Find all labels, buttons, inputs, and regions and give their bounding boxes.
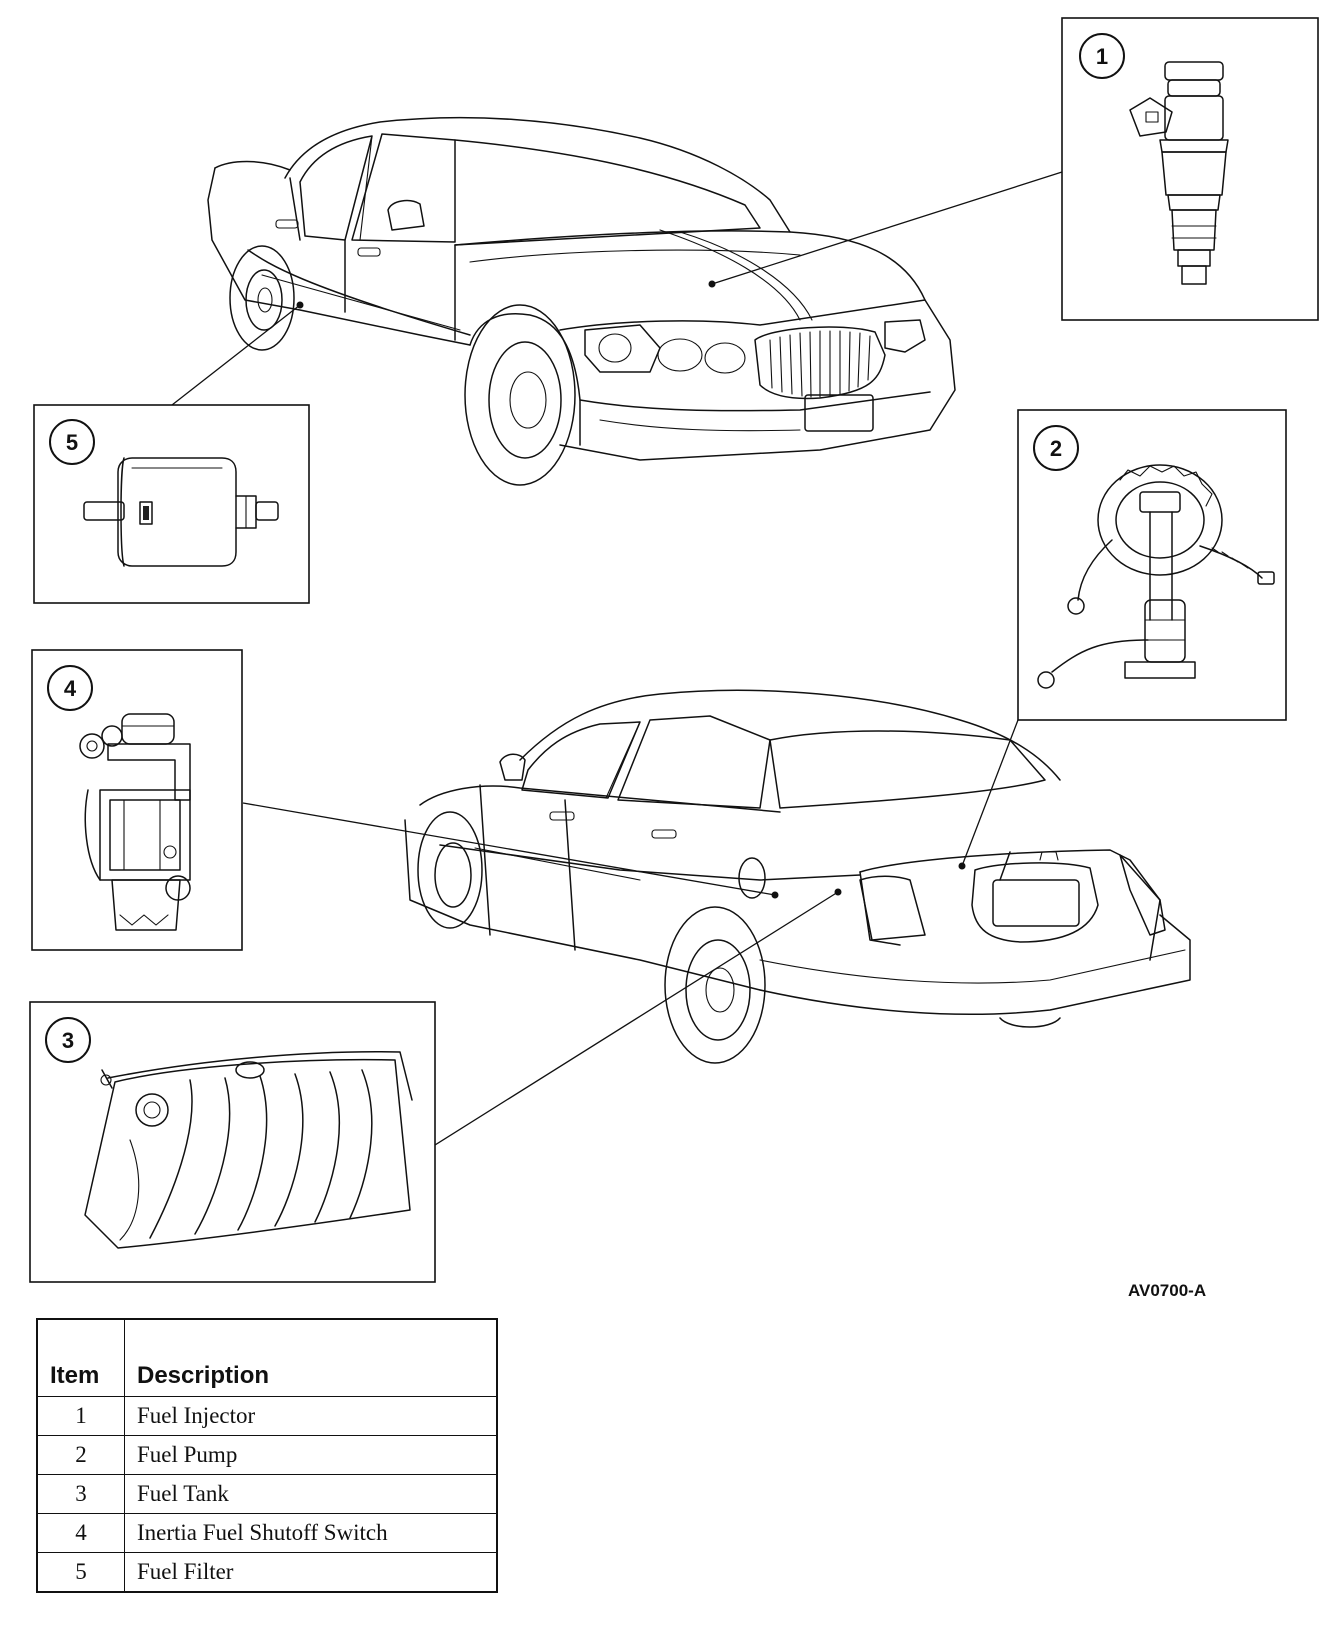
legend-row: 4 Inertia Fuel Shutoff Switch bbox=[36, 1513, 498, 1553]
legend-row: 3 Fuel Tank bbox=[36, 1474, 498, 1514]
legend-header-item: Item bbox=[36, 1318, 125, 1397]
legend-item-number: 1 bbox=[36, 1396, 125, 1436]
fuel-filter-icon bbox=[83, 457, 279, 567]
legend-item-description: Fuel Pump bbox=[124, 1435, 498, 1475]
legend-header-row: Item Description bbox=[36, 1318, 498, 1397]
inertia-switch-icon bbox=[79, 713, 191, 931]
fuel-tank-icon bbox=[84, 1051, 413, 1249]
legend-item-number: 4 bbox=[36, 1513, 125, 1553]
detail-box-fuel-filter: 5 bbox=[33, 404, 310, 604]
legend-item-description: Fuel Filter bbox=[124, 1552, 498, 1593]
legend-table: Item Description 1 Fuel Injector 2 Fuel … bbox=[36, 1318, 498, 1593]
callout-1: 1 bbox=[1096, 44, 1108, 69]
callout-4: 4 bbox=[64, 676, 77, 701]
legend-row: 1 Fuel Injector bbox=[36, 1396, 498, 1436]
legend-row: 5 Fuel Filter bbox=[36, 1552, 498, 1593]
legend-item-number: 5 bbox=[36, 1552, 125, 1593]
legend-item-description: Fuel Injector bbox=[124, 1396, 498, 1436]
callout-2: 2 bbox=[1050, 436, 1062, 461]
fuel-injector-icon bbox=[1129, 61, 1229, 285]
legend-item-description: Inertia Fuel Shutoff Switch bbox=[124, 1513, 498, 1553]
front-car-illustration bbox=[207, 116, 956, 486]
callout-5: 5 bbox=[66, 430, 78, 455]
callout-3: 3 bbox=[62, 1028, 74, 1053]
detail-box-fuel-injector: 1 bbox=[1061, 17, 1319, 321]
leader-lines bbox=[171, 171, 1063, 1146]
detail-box-fuel-tank: 3 bbox=[29, 1001, 436, 1283]
legend-item-number: 2 bbox=[36, 1435, 125, 1475]
legend-item-description: Fuel Tank bbox=[124, 1474, 498, 1514]
detail-box-fuel-pump: 2 bbox=[1017, 409, 1287, 721]
detail-box-inertia-switch: 4 bbox=[31, 649, 243, 951]
fuel-pump-icon bbox=[1037, 464, 1275, 689]
legend-item-number: 3 bbox=[36, 1474, 125, 1514]
figure-code: AV0700-A bbox=[1128, 1281, 1206, 1300]
rear-car-illustration bbox=[404, 689, 1191, 1064]
legend-header-description: Description bbox=[124, 1318, 498, 1397]
legend-row: 2 Fuel Pump bbox=[36, 1435, 498, 1475]
